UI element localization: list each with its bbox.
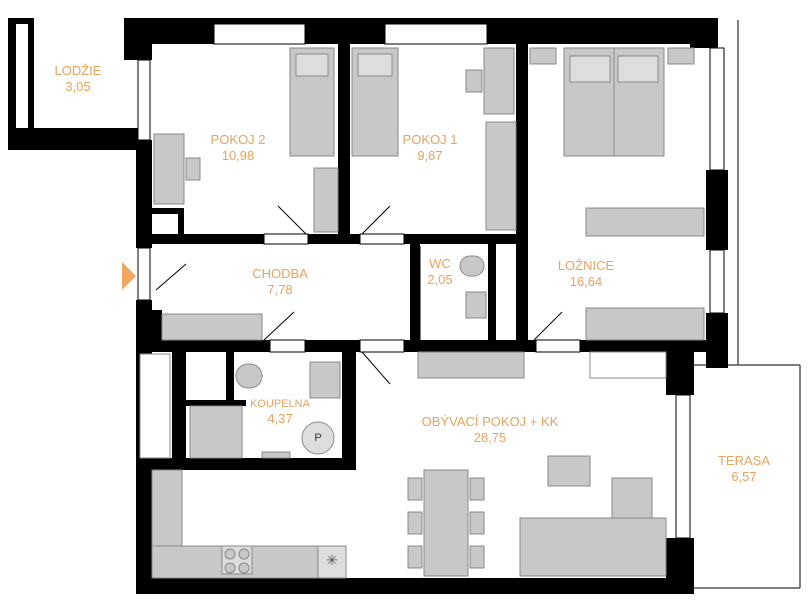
room-name: LOŽNICE: [557, 258, 615, 273]
windows: [137, 23, 725, 539]
coffee-table: [547, 455, 591, 487]
room-label-wc: WC 2,05: [427, 256, 452, 288]
room-label-pokoj2: POKOJ 2 10,98: [211, 132, 266, 164]
toilet-koupelna: [235, 363, 263, 389]
room-area: 3,05: [65, 79, 91, 94]
wardrobe-entry: [139, 353, 171, 459]
room-label-pokoj1: POKOJ 1 9,87: [403, 132, 458, 164]
wardrobe-loznice: [585, 307, 705, 341]
wardrobe-chodba: [161, 313, 263, 341]
room-name: KOUPELNA: [250, 398, 310, 410]
furniture: [139, 47, 705, 579]
room-name: OBÝVACÍ POKOJ + KK: [421, 414, 559, 429]
washer-symbol: P: [314, 432, 322, 444]
sofa: [519, 517, 667, 577]
kitchen-counter-side: [151, 469, 183, 547]
shelf: [589, 351, 667, 379]
room-label-koupelna: KOUPELNA 4,37: [250, 397, 310, 427]
door-swings: [155, 205, 581, 385]
nightstand-left: [529, 47, 557, 65]
room-area: 16,64: [569, 274, 603, 289]
dining-table: [423, 469, 469, 577]
desk-pokoj2: [153, 133, 185, 205]
wardrobe-pokoj2: [313, 167, 339, 233]
room-name: LODŽIE: [54, 63, 102, 78]
chair-pokoj2: [185, 157, 201, 181]
lodzie-walls: [8, 18, 152, 150]
nightstand-right: [667, 47, 695, 65]
wardrobe-pokoj1: [485, 121, 517, 231]
dresser-loznice: [585, 207, 705, 237]
sink-koupelna: [309, 361, 341, 399]
outer-walls: [124, 18, 728, 594]
tv-unit: [417, 351, 525, 379]
room-label-lodzie: LODŽIE 3,05: [55, 63, 102, 95]
room-label-chodba: CHODBA 7,78: [252, 266, 308, 298]
room-name: WC: [429, 256, 451, 271]
room-area: 10,98: [221, 148, 255, 163]
toilet: [459, 255, 485, 277]
room-label-loznice: LOŽNICE 16,64: [558, 258, 614, 290]
room-area: 28,75: [473, 430, 507, 445]
room-name: POKOJ 2: [210, 132, 266, 147]
room-area: 2,05: [427, 272, 453, 287]
room-area: 6,57: [731, 469, 757, 484]
towel-rail: [261, 451, 291, 459]
room-name: TERASA: [717, 453, 771, 468]
room-label-terasa: TERASA 6,57: [718, 453, 770, 485]
room-area: 7,78: [267, 282, 293, 297]
wc-sink: [465, 291, 487, 319]
shower: [189, 405, 243, 459]
fridge: [317, 545, 347, 579]
room-area: 4,37: [267, 411, 293, 426]
interior-walls: [150, 44, 706, 470]
room-label-obyvaci: OBÝVACÍ POKOJ + KK 28,75: [422, 414, 559, 446]
washing-machine: [301, 421, 335, 455]
room-area: 9,87: [417, 148, 443, 163]
chair-pokoj1: [465, 69, 483, 93]
room-name: CHODBA: [252, 266, 308, 281]
hood-symbol: ✳: [326, 552, 338, 568]
sofa-chaise: [611, 477, 653, 519]
desk-pokoj1: [483, 47, 515, 115]
entry-arrow-icon: [122, 262, 136, 290]
terrace-outline: [692, 20, 801, 589]
room-name: POKOJ 1: [402, 132, 458, 147]
